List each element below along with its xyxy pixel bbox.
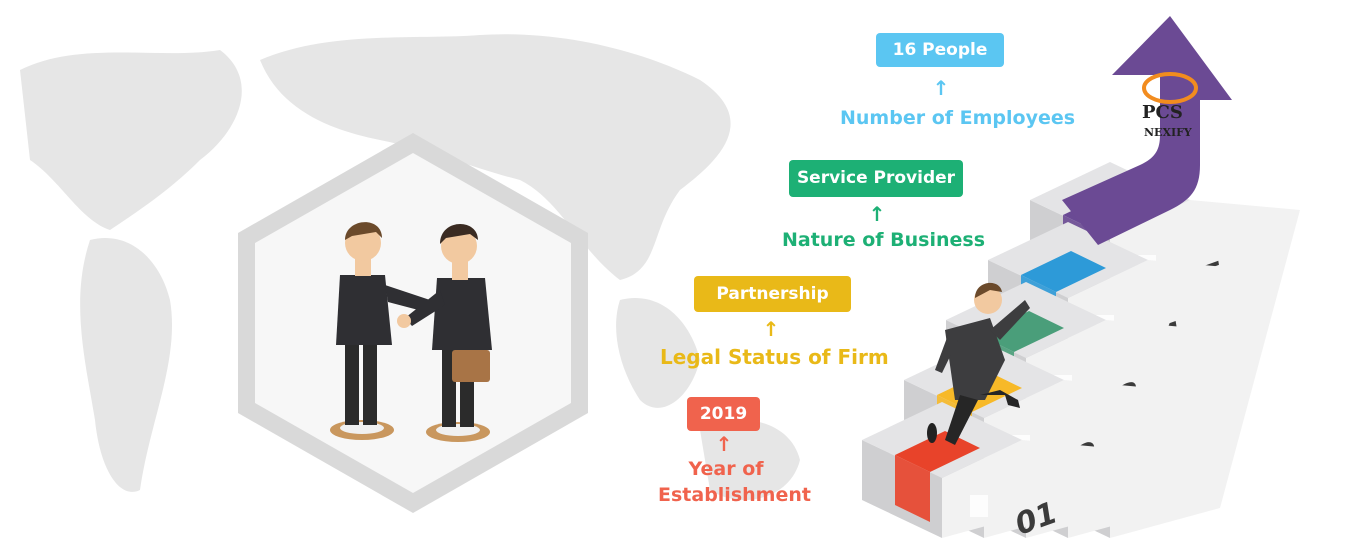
nature-of-business-badge: Service Provider <box>789 160 963 197</box>
number-of-employees-badge: 16 People <box>876 33 1004 67</box>
magnifier-icon <box>970 495 988 517</box>
legal-status-label: Legal Status of Firm <box>660 345 889 369</box>
step-01-color-front <box>895 455 930 522</box>
step-04-color-top <box>1021 251 1106 292</box>
growth-arrow <box>1062 16 1232 245</box>
world-map <box>20 34 800 500</box>
svg-text:NEXIFY: NEXIFY <box>1144 126 1192 139</box>
number-of-employees-label: Number of Employees <box>840 107 1076 129</box>
step-right-face <box>942 440 1132 538</box>
step-01-color-top <box>895 431 980 472</box>
year-of-establishment-label-line2: Establishment <box>658 484 811 506</box>
year-of-establishment-badge: 2019 <box>687 397 760 431</box>
step-03-color-top <box>979 311 1064 352</box>
svg-text:PCS: PCS <box>1142 102 1183 123</box>
year-of-establishment-label-line1: Year of <box>688 458 764 480</box>
running-businessman <box>927 282 1030 445</box>
businessmen-handshake-illustration <box>330 222 492 442</box>
pcs-nexify-logo: PCS NEXIFY <box>1142 72 1198 139</box>
up-arrow-icon: ↑ <box>868 202 886 226</box>
up-arrow-icon: ↑ <box>762 317 780 341</box>
up-arrow-icon: ↑ <box>932 76 950 100</box>
legal-status-badge: Partnership <box>694 276 851 312</box>
nature-of-business-label: Nature of Business <box>782 229 985 251</box>
up-arrow-icon: ↑ <box>715 432 733 456</box>
